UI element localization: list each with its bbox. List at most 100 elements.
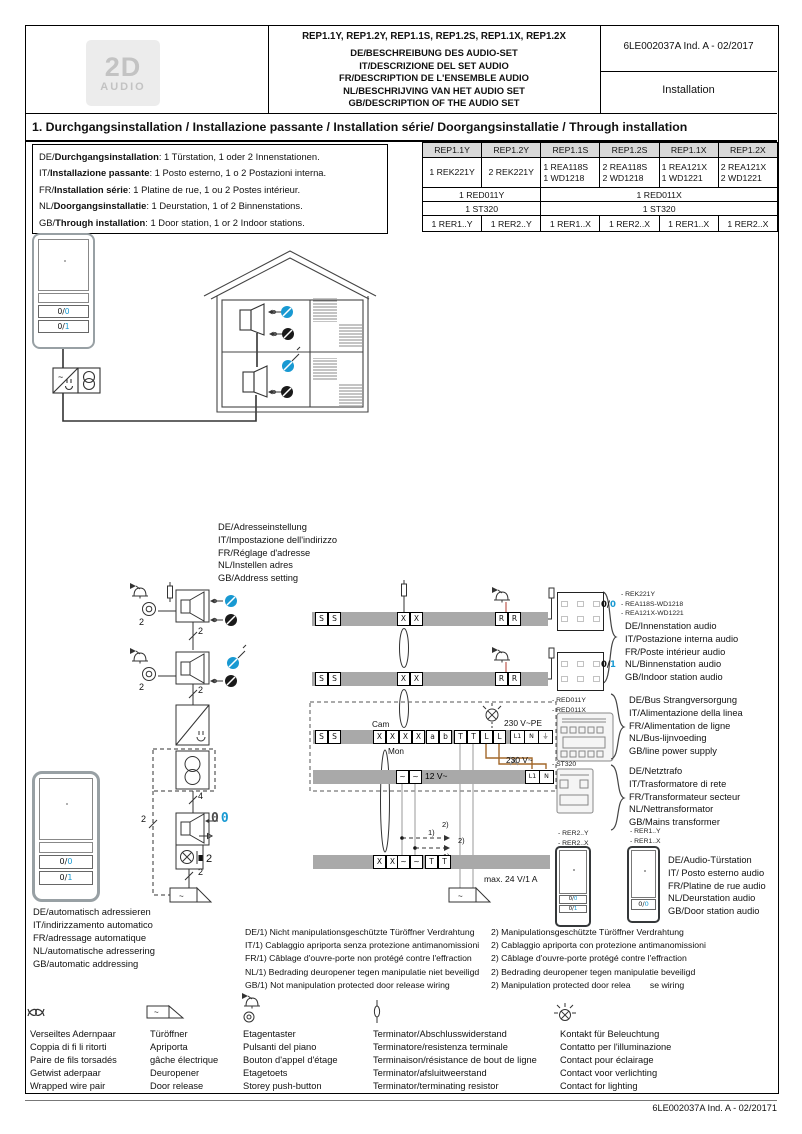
terminal: T bbox=[467, 730, 480, 744]
table-cell: 1 RER2..X bbox=[600, 216, 660, 232]
terminal: ~ bbox=[409, 770, 422, 784]
table-cell: 1 ST320 bbox=[541, 202, 778, 216]
address-row: 0/1 bbox=[559, 904, 587, 913]
table-cell: 1 RER1..X bbox=[541, 216, 601, 232]
section-title: 1. Durchgangsinstallation / Installazion… bbox=[32, 120, 688, 134]
door-station-panel-large: 0/0 0/1 bbox=[32, 771, 100, 902]
logo-text: 2D bbox=[104, 51, 142, 82]
auto-addressing-block: DE/automatisch adressieren IT/indirizzam… bbox=[33, 906, 155, 969]
speaker-grille bbox=[39, 778, 93, 840]
terminal: N bbox=[524, 730, 539, 744]
description-line: IT/DESCRIZIONE DEL SET AUDIO bbox=[359, 59, 509, 71]
note-line: NL/1) Bedrading deuropener tegen manipul… bbox=[245, 966, 696, 977]
note-line: IT/1) Cablaggio apriporta senza protezio… bbox=[245, 940, 706, 951]
indoor-product-list: - REK221Y - REA118S-WD1218 - REA121X-WD1… bbox=[621, 591, 684, 618]
note-line: DE/1) Nicht manipulationsgeschützte Türö… bbox=[245, 927, 684, 937]
doc-type: Installation bbox=[662, 84, 715, 96]
terminal: X bbox=[386, 730, 399, 744]
summary-line: GB/Through installation: 1 Door station,… bbox=[39, 216, 305, 228]
indoor-station-faceplate bbox=[557, 652, 604, 691]
column-header: REP1.1Y bbox=[423, 143, 483, 158]
footer-divider bbox=[25, 1100, 777, 1101]
terminal: X bbox=[373, 855, 386, 869]
terminal: X bbox=[397, 612, 410, 626]
door-station-panel-rer1: 0/0 bbox=[627, 846, 660, 923]
door-station-strip: X X ~ ~ T T bbox=[313, 855, 550, 869]
address-label: 0/0 bbox=[601, 600, 616, 610]
terminal: ~ bbox=[397, 855, 410, 869]
indoor-station-faceplate bbox=[557, 592, 604, 631]
column-header: REP1.2Y bbox=[482, 143, 542, 158]
terminal: b bbox=[439, 730, 452, 744]
header-divider bbox=[25, 113, 777, 115]
terminal: X bbox=[410, 612, 423, 626]
terminal: ~ bbox=[410, 855, 423, 869]
product-table: REP1.1Y REP1.2Y REP1.1S REP1.2S REP1.1X … bbox=[422, 142, 779, 232]
terminal: X bbox=[399, 730, 412, 744]
footer-reference: 6LE002037A Ind. A - 02/20171 bbox=[652, 1103, 777, 1113]
table-cell: 1 ST320 bbox=[423, 202, 542, 216]
terminal: X bbox=[397, 672, 410, 686]
panel-band bbox=[39, 842, 93, 853]
column-header: REP1.1X bbox=[659, 143, 719, 158]
bus-strip-indoor-2: S S X X R R bbox=[312, 672, 548, 686]
table-cell: 1 RER2..X bbox=[718, 216, 778, 232]
legend-storey-button: Etagentaster Pulsanti del piano Bouton d… bbox=[243, 1029, 338, 1091]
psu-labels: DE/Bus Strangversorgung IT/Alimentazione… bbox=[629, 695, 743, 757]
description-line: GB/DESCRIPTION OF THE AUDIO SET bbox=[348, 97, 520, 109]
description-line: DE/BESCHREIBUNG DES AUDIO-SET bbox=[350, 47, 518, 58]
address-row: 0/0 bbox=[39, 855, 93, 869]
address-setting-block: DE/Adresseinstellung IT/Impostazione del… bbox=[218, 522, 338, 584]
address-row: 0/1 bbox=[38, 320, 89, 333]
bus-strip-indoor-1: S S X X R R bbox=[312, 612, 548, 626]
door-product-list-b: - RER1..Y - RER1..X bbox=[630, 828, 661, 845]
terminal: R bbox=[508, 612, 521, 626]
terminal: T bbox=[454, 730, 467, 744]
model-list: REP1.1Y, REP1.2Y, REP1.1S, REP1.2S, REP1… bbox=[302, 31, 566, 42]
column-header: REP1.2X bbox=[718, 143, 778, 158]
header-vline-2 bbox=[600, 25, 602, 113]
wiring-notes: DE/1) Nicht manipulationsgeschützte Türö… bbox=[245, 926, 706, 992]
installation-summary-box: DE/Durchgangsinstallation: 1 Türstation,… bbox=[32, 144, 388, 234]
terminal: R bbox=[495, 612, 508, 626]
door-station-labels: DE/Audio-Türstation IT/ Posto esterno au… bbox=[668, 855, 766, 917]
terminal: R bbox=[508, 672, 521, 686]
table-cell: 1 RER2..Y bbox=[482, 216, 542, 232]
address-row: 0/0 bbox=[559, 895, 587, 904]
note-line: FR/1) Câblage d'ouvre-porte non protégé … bbox=[245, 953, 687, 964]
summary-line: FR/Installation série: 1 Platine de rue,… bbox=[39, 183, 301, 195]
terminal: S bbox=[315, 730, 328, 744]
table-cell: 1 RED011Y bbox=[423, 188, 542, 202]
door-station-panel: 0/0 0/1 bbox=[32, 233, 95, 349]
table-row-trafo: 1 ST320 1 ST320 bbox=[423, 202, 779, 216]
terminal: ⏚ bbox=[538, 730, 553, 744]
terminal: X bbox=[410, 672, 423, 686]
brand-logo: 2D AUDIO bbox=[86, 40, 160, 106]
table-cell: 1 REK221Y bbox=[423, 158, 483, 188]
terminal: S bbox=[328, 730, 341, 744]
transformer-labels: DE/Netztrafo IT/Trasformatore di rete FR… bbox=[629, 766, 741, 828]
terminal: S bbox=[328, 672, 341, 686]
terminal: L1 bbox=[510, 730, 525, 744]
note-line: GB/1) Not manipulation protected door re… bbox=[245, 979, 685, 990]
table-row-panels: 1 RER1..Y 1 RER2..Y 1 RER1..X 1 RER2..X … bbox=[423, 216, 779, 232]
terminal: a bbox=[426, 730, 439, 744]
terminal: S bbox=[328, 612, 341, 626]
terminal: R bbox=[495, 672, 508, 686]
indoor-station-labels: DE/Innenstation audio IT/Postazione inte… bbox=[625, 621, 739, 683]
doc-reference: 6LE002037A Ind. A - 02/2017 bbox=[623, 41, 754, 52]
column-header: REP1.1S bbox=[541, 143, 601, 158]
address-display: 00 bbox=[211, 811, 231, 826]
terminal: S bbox=[315, 672, 328, 686]
terminal: L bbox=[493, 730, 506, 744]
title-divider bbox=[25, 140, 777, 142]
terminal: X bbox=[412, 730, 425, 744]
legend-door-release: Türöffner Apriporta gâche électrique Deu… bbox=[150, 1029, 219, 1091]
door-product-list-a: - RER2..Y - RER2..X bbox=[558, 830, 589, 847]
page-border bbox=[25, 25, 779, 1094]
